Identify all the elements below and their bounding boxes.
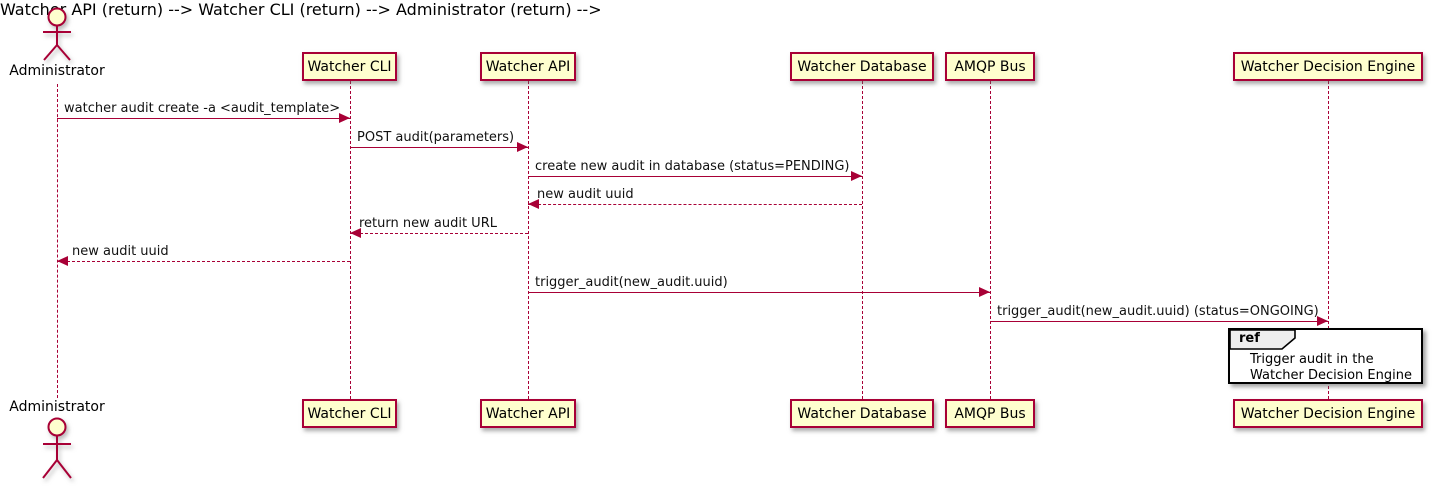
message-label: POST audit(parameters) <box>357 130 515 145</box>
participant-watcher-cli-top: Watcher CLI <box>302 52 397 81</box>
lifeline-watcher-database <box>862 81 863 399</box>
lifeline-amqp-bus <box>990 81 991 399</box>
participant-label: Watcher API <box>485 405 571 422</box>
participant-label: Watcher CLI <box>307 405 392 422</box>
arrowhead-icon <box>339 113 350 123</box>
message-label: trigger_audit(new_audit.uuid) <box>535 275 728 290</box>
actor-name-bottom: Administrator <box>9 399 105 415</box>
participant-amqp-bus-bottom: AMQP Bus <box>945 399 1035 428</box>
participant-watcher-api-bottom: Watcher API <box>480 399 576 428</box>
arrowhead-icon <box>517 142 528 152</box>
message-line <box>57 261 350 262</box>
participant-label: Watcher Decision Engine <box>1240 58 1416 75</box>
arrowhead-icon <box>1317 316 1328 326</box>
lifeline-administrator <box>57 84 58 398</box>
participant-label: AMQP Bus <box>954 405 1026 422</box>
message-label: create new audit in database (status=PEN… <box>535 159 850 174</box>
ref-header-pentagon <box>1229 329 1296 350</box>
lifeline-watcher-decision-engine <box>1328 81 1329 399</box>
lifeline-watcher-cli <box>350 81 351 399</box>
ref-keyword: ref <box>1239 331 1260 346</box>
participant-watcher-decision-engine-bottom: Watcher Decision Engine <box>1233 399 1423 428</box>
arrowhead-icon <box>528 199 539 209</box>
message-line <box>350 147 528 148</box>
arrowhead-icon <box>851 171 862 181</box>
message-label: watcher audit create -a <audit_template> <box>64 101 341 116</box>
ref-fragment: ref Trigger audit in the Watcher Decisio… <box>1228 328 1423 384</box>
arrowhead-icon <box>57 256 68 266</box>
message-line <box>57 118 350 119</box>
participant-amqp-bus-top: AMQP Bus <box>945 52 1035 81</box>
participant-label: Watcher Database <box>797 405 927 422</box>
arrowhead-icon <box>350 228 361 238</box>
message-label: trigger_audit(new_audit.uuid) (status=ON… <box>997 304 1319 319</box>
participant-watcher-cli-bottom: Watcher CLI <box>302 399 397 428</box>
lifeline-watcher-api <box>528 81 529 399</box>
participant-watcher-database-bottom: Watcher Database <box>790 399 934 428</box>
participant-watcher-api-top: Watcher API <box>480 52 576 81</box>
message-line <box>528 176 862 177</box>
message-line <box>528 292 990 293</box>
actor-icon-top <box>43 7 71 61</box>
message-label: new audit uuid <box>537 187 634 202</box>
actor-name-top: Administrator <box>9 63 105 79</box>
message-label: return new audit URL <box>359 216 497 231</box>
participant-label: AMQP Bus <box>954 58 1026 75</box>
participant-label: Watcher API <box>485 58 571 75</box>
participant-watcher-database-top: Watcher Database <box>790 52 934 81</box>
message-line <box>350 233 528 234</box>
message-line <box>528 204 862 205</box>
message-line <box>990 321 1328 322</box>
participant-watcher-decision-engine-top: Watcher Decision Engine <box>1233 52 1423 81</box>
participant-label: Watcher Database <box>797 58 927 75</box>
participant-label: Watcher Decision Engine <box>1240 405 1416 422</box>
participant-label: Watcher CLI <box>307 58 392 75</box>
arrowhead-icon <box>979 287 990 297</box>
ref-text-line: Trigger audit in the <box>1250 352 1374 367</box>
message-label: new audit uuid <box>72 244 169 259</box>
actor-icon-bottom <box>42 417 72 479</box>
ref-text-line: Watcher Decision Engine <box>1250 368 1412 383</box>
